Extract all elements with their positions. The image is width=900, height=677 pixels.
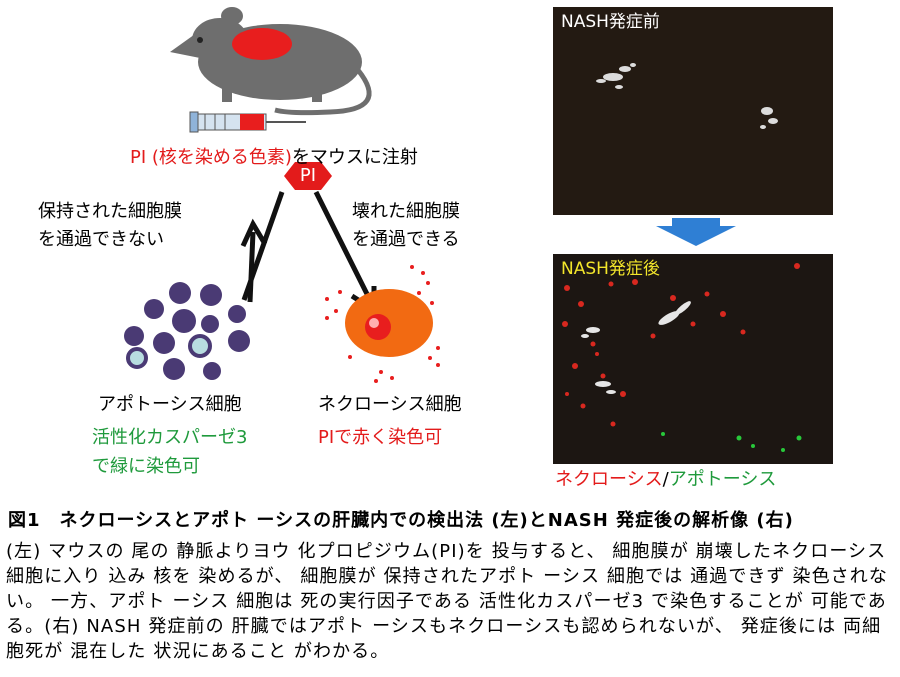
figure-caption: (左) マウスの 尾の 静脈よりヨウ 化プロピジウム(PI)を 投与すると、 細… <box>6 541 888 662</box>
blocked-arrow <box>240 191 285 303</box>
pi-badge-shape <box>284 162 332 190</box>
after-nash-label: NASH発症後 <box>561 259 660 279</box>
retained-membrane-label-1: 保持された細胞膜 <box>38 201 182 222</box>
before-nash-label: NASH発症前 <box>561 12 660 32</box>
micrograph-legend: ネクローシス/アポトーシス <box>555 467 776 493</box>
before-nash-signals <box>596 63 778 129</box>
legend-necrosis: ネクローシス <box>555 469 663 490</box>
apoptosis-cell-label: アポトーシス細胞 <box>98 394 242 415</box>
apoptotic-cell-cluster <box>124 282 250 380</box>
mouse-illustration <box>170 7 372 116</box>
liver-shape <box>232 28 292 60</box>
syringe-illustration <box>189 111 306 133</box>
after-nash-signals <box>562 263 802 452</box>
injection-label-action: をマウスに注射 <box>291 147 418 168</box>
necrosis-note: PIで赤く染色可 <box>318 427 443 448</box>
before-nash-micrograph: NASH発症前 <box>553 7 833 215</box>
legend-separator: / <box>662 469 669 490</box>
broken-membrane-label-1: 壊れた細胞膜 <box>352 201 460 222</box>
injection-label-dye: PI (核を染める色素) <box>130 147 292 168</box>
apoptosis-note-2: で緑に染色可 <box>92 456 200 477</box>
necrotic-cell <box>325 265 440 383</box>
legend-apoptosis: アポトーシス <box>668 469 777 490</box>
down-arrow-icon <box>656 218 736 246</box>
necrosis-cell-label: ネクローシス細胞 <box>318 394 462 415</box>
broken-membrane-label-2: を通過できる <box>352 229 460 250</box>
apoptosis-note-1: 活性化カスパーゼ3 <box>92 427 248 448</box>
injection-label: PI (核を染める色素)をマウスに注射 <box>130 146 418 170</box>
retained-membrane-label-2: を通過できない <box>38 229 164 250</box>
after-nash-micrograph: NASH発症後 <box>553 254 833 464</box>
figure-title: 図1 ネクローシスとアポト ーシスの肝臓内での検出法 (左)とNASH 発症後の… <box>8 510 794 531</box>
pi-badge: PI <box>299 165 317 186</box>
